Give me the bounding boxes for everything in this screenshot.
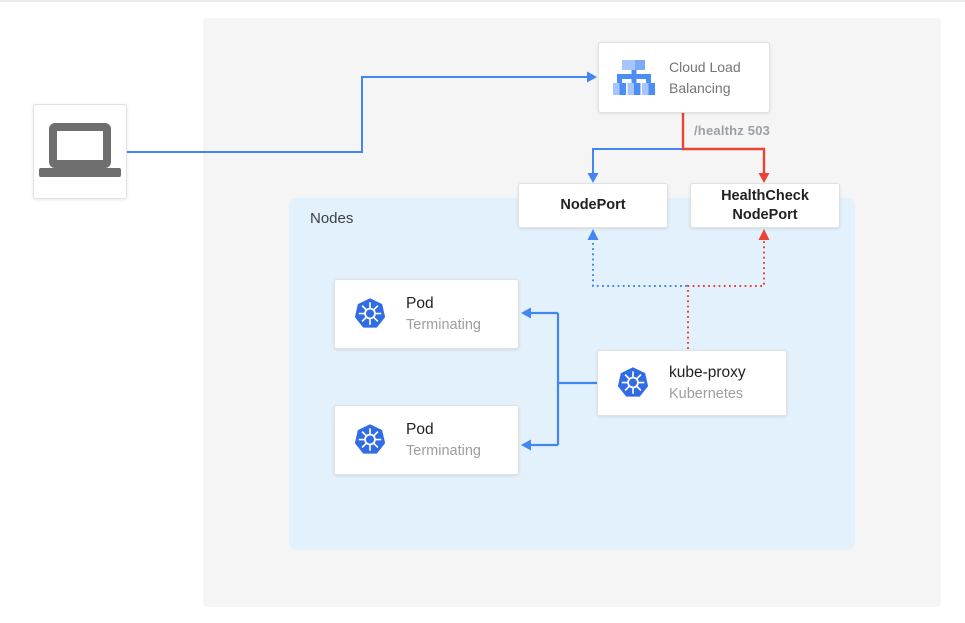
pod-2-status: Terminating [406, 442, 481, 459]
kube-proxy-labels: kube-proxy Kubernetes [669, 362, 746, 404]
kubernetes-helm-icon [354, 424, 386, 454]
kubernetes-helm-icon [354, 298, 386, 328]
kube-proxy-title: kube-proxy [669, 364, 746, 381]
nodeport-label: NodePort [560, 197, 626, 214]
nodes-group-label: Nodes [310, 210, 354, 227]
pod-2-labels: Pod Terminating [406, 419, 481, 461]
healthcheck-nodeport-label-line1: HealthCheck [721, 188, 809, 205]
pod-1-title: Pod [406, 295, 434, 312]
pod-1-status: Terminating [406, 316, 481, 333]
healthcheck-nodeport-label-line2: NodePort [732, 206, 798, 223]
pod-node-1: Pod Terminating [334, 279, 519, 349]
kube-proxy-subtitle: Kubernetes [669, 385, 744, 402]
cloud-load-balancing-node: Cloud Load Balancing [598, 42, 770, 113]
pod-2-title: Pod [406, 421, 434, 438]
laptop-icon [39, 122, 121, 177]
cloud-load-balancing-icon [613, 59, 655, 95]
nodeport-node: NodePort [518, 183, 668, 228]
cloud-load-balancing-label: Cloud Load Balancing [669, 59, 741, 96]
healthz-503-label: /healthz 503 [694, 123, 771, 138]
pod-node-2: Pod Terminating [334, 405, 519, 475]
kubernetes-helm-icon [617, 367, 649, 397]
client-node [33, 104, 127, 199]
pod-1-labels: Pod Terminating [406, 293, 481, 335]
kube-proxy-node: kube-proxy Kubernetes [597, 350, 787, 416]
healthcheck-nodeport-node: HealthCheck NodePort [690, 183, 840, 228]
